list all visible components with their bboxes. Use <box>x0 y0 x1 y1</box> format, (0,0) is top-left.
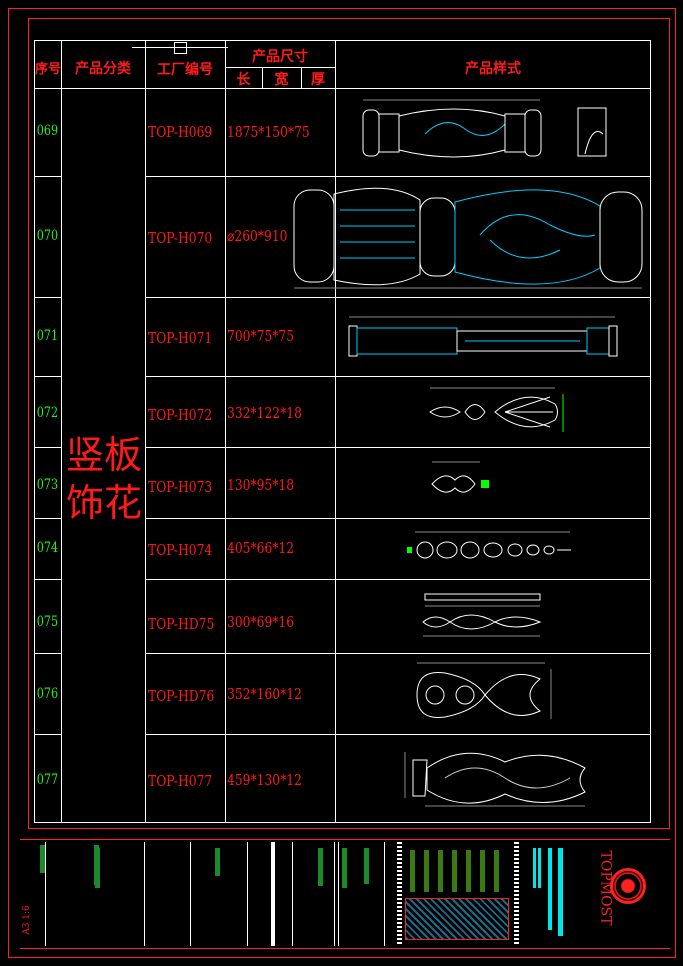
row-seq: 072 <box>36 405 59 421</box>
marker-line <box>132 47 228 48</box>
drawing-h070 <box>293 187 643 289</box>
row-line <box>34 297 61 298</box>
row-size: 1875*150*75 <box>227 123 310 141</box>
logo-seal <box>610 868 646 904</box>
row-code: TOP-H077 <box>148 772 213 790</box>
drawing-h071 <box>348 316 618 357</box>
row-seq: 071 <box>36 328 59 344</box>
tb-line <box>247 842 248 946</box>
row-line <box>34 579 61 580</box>
tb-line <box>338 842 339 946</box>
tb-line <box>271 842 275 946</box>
drawing-h076 <box>416 662 552 719</box>
row-size: ⌀260*910 <box>227 227 288 245</box>
col-line <box>145 40 146 823</box>
row-code: TOP-HD76 <box>148 687 215 705</box>
drawing-h075 <box>422 593 542 637</box>
header-thickness: 厚 <box>311 72 325 88</box>
title-block-cells <box>45 842 145 946</box>
hatch-separator <box>397 842 402 946</box>
row-line <box>34 518 61 519</box>
row-code: TOP-H073 <box>148 478 213 496</box>
drawing-h077 <box>404 752 586 807</box>
header-size: 产品尺寸 <box>252 49 308 65</box>
company-cyan-text <box>558 848 563 936</box>
row-line <box>225 67 335 68</box>
col-line <box>61 40 62 823</box>
row-line <box>145 447 651 448</box>
row-size: 332*122*18 <box>227 404 302 422</box>
row-seq: 076 <box>36 686 59 702</box>
row-line <box>34 376 61 377</box>
tb-line <box>384 842 385 946</box>
row-code: TOP-H071 <box>148 329 213 347</box>
row-line <box>34 734 61 735</box>
title-block <box>20 839 670 949</box>
row-line <box>145 579 651 580</box>
row-seq: 077 <box>36 772 59 788</box>
row-size: 405*66*12 <box>227 539 295 557</box>
row-seq: 070 <box>36 228 59 244</box>
row-code: TOP-H070 <box>148 229 213 247</box>
row-line <box>145 734 651 735</box>
row-size: 300*69*16 <box>227 613 295 631</box>
row-size: 352*160*12 <box>227 685 302 703</box>
row-code: TOP-HD75 <box>148 615 215 633</box>
marker-box <box>174 42 187 54</box>
drawing-h074 <box>407 531 571 559</box>
row-size: 459*130*12 <box>227 771 302 789</box>
hatch-separator <box>514 842 519 946</box>
tb-green-bar <box>364 848 369 884</box>
header-category: 产品分类 <box>75 61 131 77</box>
row-seq: 073 <box>36 477 59 493</box>
col-line <box>301 67 302 88</box>
row-line <box>34 176 61 177</box>
tb-green-bar <box>215 848 220 876</box>
row-line <box>145 376 651 377</box>
tb-green-bar <box>318 848 323 886</box>
drawing-h069 <box>362 99 607 158</box>
company-cyan-text <box>548 848 552 930</box>
hatch-swatches <box>405 898 509 940</box>
row-line <box>145 653 651 654</box>
tb-line <box>292 842 293 946</box>
row-line <box>145 176 651 177</box>
outer-frame <box>8 8 676 958</box>
tb-green-bar <box>95 848 100 888</box>
inner-frame <box>28 18 670 829</box>
hatch-bars <box>410 850 506 892</box>
row-line <box>34 447 61 448</box>
row-seq: 069 <box>36 123 59 139</box>
header-seq: 序号 <box>34 62 61 77</box>
row-size: 700*75*75 <box>227 327 295 345</box>
col-line <box>335 40 336 823</box>
category-label: 竖板 <box>66 433 143 477</box>
header-length: 长 <box>236 72 251 88</box>
tb-line <box>334 842 335 946</box>
row-code: TOP-H074 <box>148 541 213 559</box>
tb-green-bar <box>40 845 45 873</box>
row-line <box>145 297 651 298</box>
row-line <box>34 653 61 654</box>
scale-text: A3 1:6 <box>21 905 32 935</box>
header-factory-code: 工厂编号 <box>157 62 213 78</box>
company-cyan-bars <box>533 848 543 888</box>
row-code: TOP-H072 <box>148 406 213 424</box>
category-label: 饰花 <box>66 481 143 525</box>
col-line <box>262 67 263 88</box>
row-line <box>34 88 651 89</box>
header-style: 产品样式 <box>465 61 521 77</box>
col-line <box>225 40 226 823</box>
tb-line <box>190 842 191 946</box>
row-seq: 075 <box>36 614 59 630</box>
table-border <box>34 40 651 823</box>
tb-green-bar <box>342 848 347 888</box>
drawing-h073 <box>431 461 489 493</box>
row-code: TOP-H069 <box>148 123 213 141</box>
drawing-h072 <box>429 387 564 432</box>
row-size: 130*95*18 <box>227 476 295 494</box>
header-width: 宽 <box>274 72 289 88</box>
row-seq: 074 <box>36 540 59 556</box>
row-line <box>145 518 651 519</box>
